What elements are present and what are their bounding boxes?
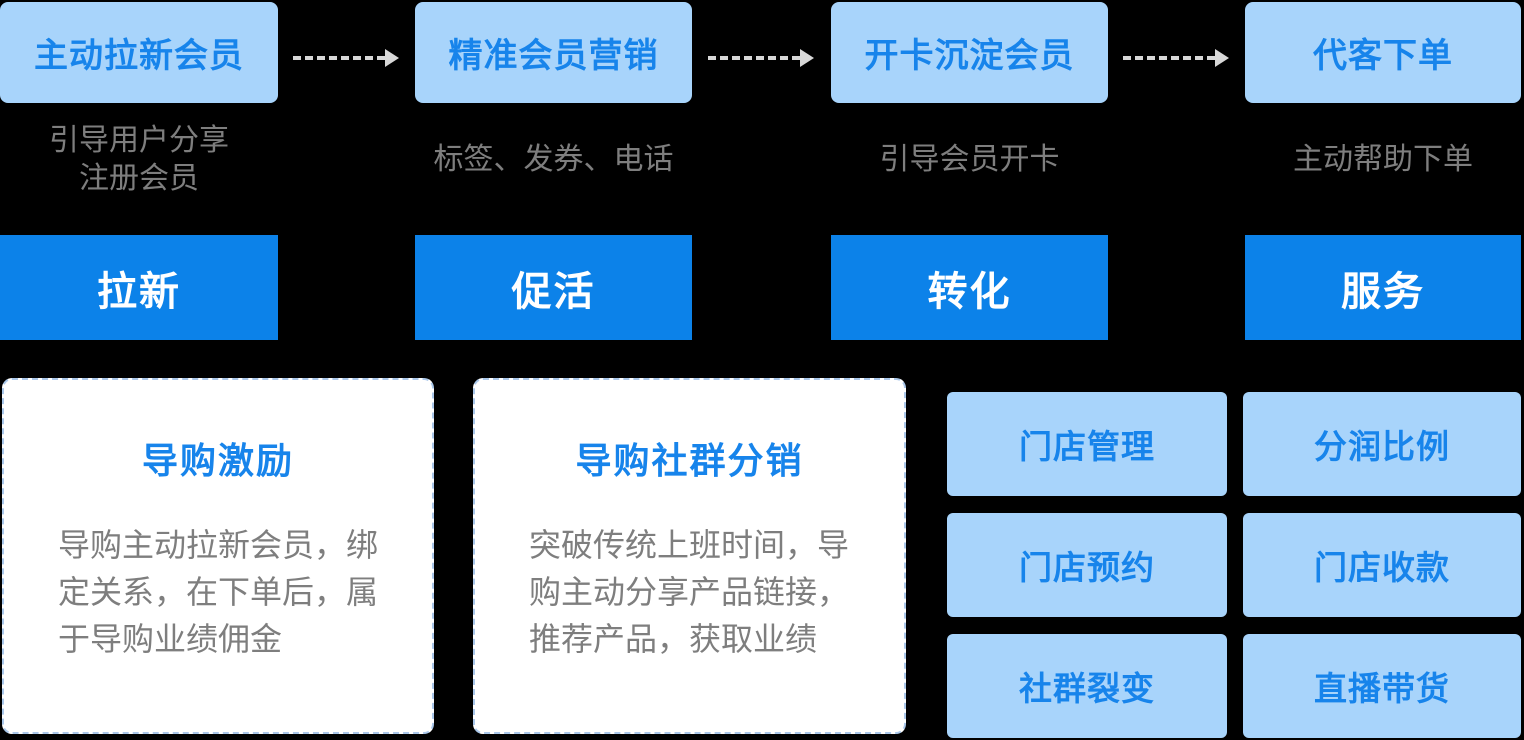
stage-box-activation: 促活 bbox=[415, 235, 692, 340]
info-card-title: 导购社群分销 bbox=[575, 441, 804, 482]
flow-step-box-3: 开卡沉淀会员 bbox=[831, 2, 1108, 103]
stage-box-service: 服务 bbox=[1245, 235, 1521, 340]
dashed-arrow-line-2 bbox=[708, 56, 800, 60]
stage-box-conversion: 转化 bbox=[831, 235, 1108, 340]
feature-chip-community-fission: 社群裂变 bbox=[947, 634, 1227, 738]
dashed-arrow-line-1 bbox=[293, 56, 385, 60]
feature-chip-store-booking: 门店预约 bbox=[947, 513, 1227, 617]
flow-step-caption-4: 主动帮助下单 bbox=[1293, 142, 1473, 177]
info-card-community-distribution: 导购社群分销 突破传统上班时间，导 购主动分享产品链接， 推荐产品，获取业绩 bbox=[473, 378, 906, 734]
flow-step-box-1: 主动拉新会员 bbox=[0, 2, 278, 103]
flow-step-box-4: 代客下单 bbox=[1245, 2, 1521, 103]
feature-chip-store-payment: 门店收款 bbox=[1243, 513, 1521, 617]
info-card-guide-incentive: 导购激励 导购主动拉新会员，绑 定关系，在下单后，属 于导购业绩佣金 bbox=[2, 378, 434, 734]
arrow-head-icon bbox=[800, 49, 814, 67]
info-card-body: 突破传统上班时间，导 购主动分享产品链接， 推荐产品，获取业绩 bbox=[529, 526, 850, 658]
feature-chip-live-commerce: 直播带货 bbox=[1243, 634, 1521, 738]
feature-chip-profit-ratio: 分润比例 bbox=[1243, 392, 1521, 496]
flow-step-caption-3: 引导会员开卡 bbox=[879, 142, 1060, 177]
flow-step-box-2: 精准会员营销 bbox=[415, 2, 692, 103]
info-card-body: 导购主动拉新会员，绑 定关系，在下单后，属 于导购业绩佣金 bbox=[58, 526, 379, 658]
flow-step-caption-1: 引导用户分享 注册会员 bbox=[49, 123, 229, 196]
stage-box-acquisition: 拉新 bbox=[0, 235, 278, 340]
info-card-title: 导购激励 bbox=[141, 441, 294, 482]
arrow-head-icon bbox=[385, 49, 399, 67]
flow-step-caption-2: 标签、发券、电话 bbox=[433, 142, 674, 177]
dashed-arrow-line-3 bbox=[1123, 56, 1215, 60]
feature-chip-store-management: 门店管理 bbox=[947, 392, 1227, 496]
arrow-head-icon bbox=[1215, 49, 1229, 67]
